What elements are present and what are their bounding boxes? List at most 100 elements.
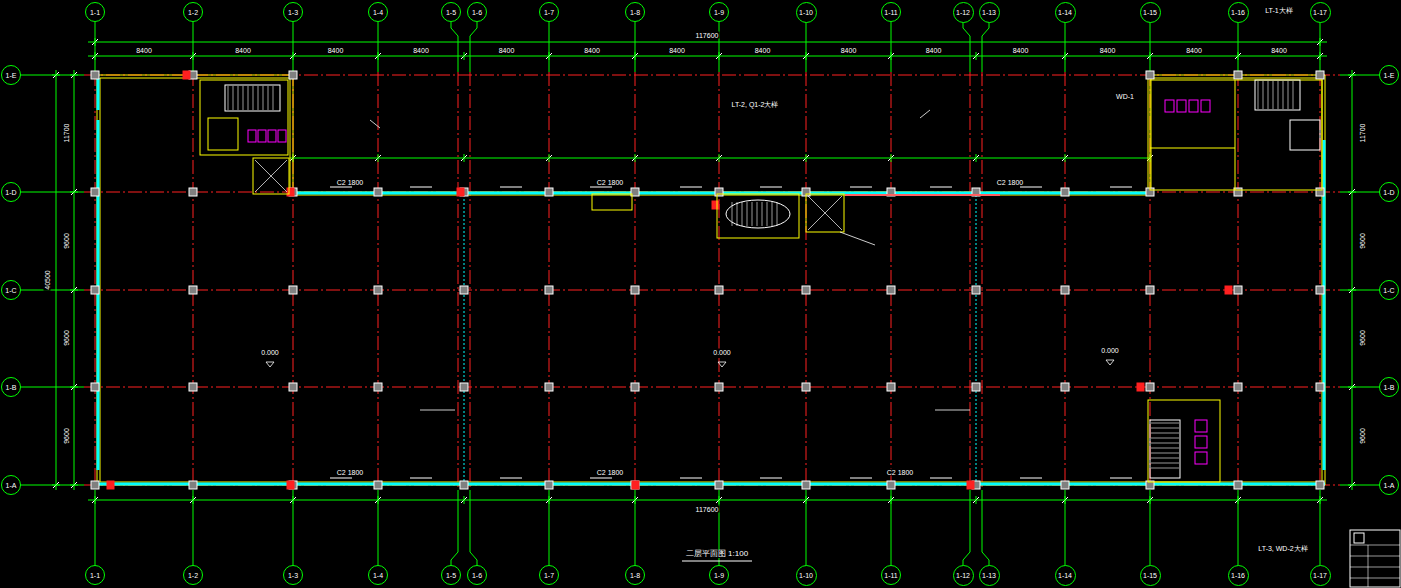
dimension-line: [88, 500, 1327, 501]
axis-line: [20, 290, 84, 291]
column: [545, 286, 553, 294]
window-mark: [500, 187, 522, 188]
extension-line: [70, 485, 78, 486]
dimension-tick: [1349, 72, 1355, 78]
title-block: [1350, 530, 1400, 587]
dimension-tick: [716, 497, 722, 503]
axis-line: [806, 22, 807, 72]
column: [1146, 286, 1154, 294]
bay-dimension: 9600: [1359, 329, 1366, 347]
column: [374, 481, 382, 489]
stair-step: [1263, 81, 1264, 109]
extension-line: [549, 496, 550, 504]
stair-step: [268, 86, 269, 110]
dimension-tick: [1147, 53, 1153, 59]
axis-bubble: 1-9: [709, 2, 729, 22]
axis-line: [378, 490, 379, 566]
column: [1316, 481, 1324, 489]
extension-line: [1065, 52, 1066, 60]
extension-line: [719, 496, 720, 504]
axis-bubble: 1-3: [283, 2, 303, 22]
bay-dimension: 8400: [412, 47, 430, 54]
dimension-tick: [803, 155, 809, 161]
toilet-stall: [1195, 452, 1207, 464]
extension-line: [378, 496, 379, 504]
column: [1316, 188, 1324, 196]
axis-bubble: 1-8: [625, 565, 645, 585]
extension-line: [1348, 75, 1356, 76]
column: [545, 188, 553, 196]
stair-step: [737, 202, 738, 226]
window-mark: [760, 187, 782, 188]
axis-bubble: 1-E: [1379, 65, 1399, 85]
axis-line: [95, 22, 96, 72]
dimension-tick: [1349, 287, 1355, 293]
axis-number: 1-2: [188, 9, 198, 16]
axis-number: 1-C: [5, 287, 16, 294]
extension-line: [1348, 290, 1356, 291]
window-tag: C2 1800: [336, 469, 364, 476]
axis-number: 1-12: [956, 9, 970, 16]
dimension-tick: [190, 53, 196, 59]
axis-line: [1320, 490, 1321, 566]
dimension-tick: [92, 39, 98, 45]
bay-dimension: 8400: [135, 47, 153, 54]
axis-number: 1-A: [1384, 482, 1395, 489]
column: [802, 286, 810, 294]
bay-dimension: 8400: [1012, 47, 1030, 54]
axis-bubble: 1-B: [1, 377, 21, 397]
extension-line: [464, 496, 465, 504]
dimension-tick: [290, 497, 296, 503]
stair-step: [1151, 453, 1179, 454]
axis-number: 1-10: [799, 9, 813, 16]
dimension-tick: [973, 497, 979, 503]
axis-line: [1238, 490, 1239, 566]
window-mark: [590, 187, 612, 188]
column: [972, 383, 980, 391]
stair-step: [757, 202, 758, 226]
column: [374, 188, 382, 196]
stair-step: [732, 202, 733, 226]
bay-dimension: 11700: [63, 123, 70, 144]
column: [715, 286, 723, 294]
axis-line: [549, 490, 550, 566]
column: [1061, 286, 1069, 294]
axis-line: [470, 22, 477, 72]
elevation: 0.000: [712, 349, 732, 356]
axis-line: [963, 490, 970, 566]
stair-step: [772, 202, 773, 226]
axis-bubble: 1-5: [441, 565, 461, 585]
axis-line: [1065, 490, 1066, 566]
axis-bubble: 1-6: [467, 2, 487, 22]
axis-line: [1238, 22, 1239, 72]
axis-bubble: 1-2: [183, 2, 203, 22]
overall-dimension: 40500: [44, 269, 51, 290]
elevation-mark: [266, 362, 274, 367]
axis-number: 1-2: [188, 572, 198, 579]
stair-step: [1151, 423, 1179, 424]
bay-dimension: 8400: [327, 47, 345, 54]
extension-line: [549, 52, 550, 60]
dimension-tick: [888, 497, 894, 503]
leader-line: [420, 410, 455, 411]
axis-number: 1-C: [1383, 287, 1394, 294]
axis-line: [451, 22, 458, 72]
window-tag: C2 1800: [886, 469, 914, 476]
grid-line: [1238, 72, 1239, 490]
axis-line: [293, 490, 294, 566]
axis-number: 1-16: [1231, 9, 1245, 16]
title-block-logo: [1354, 533, 1364, 543]
column: [1234, 71, 1242, 79]
dimension-tick: [632, 155, 638, 161]
dimension-tick: [1062, 53, 1068, 59]
stair-step: [1151, 468, 1179, 469]
grid-line: [1065, 72, 1066, 490]
axis-number: 1-15: [1143, 9, 1157, 16]
column: [887, 481, 895, 489]
axis-bubble: 1-E: [1, 65, 21, 85]
red-column: [1225, 286, 1232, 294]
stair-step: [238, 86, 239, 110]
elevation: 0.000: [260, 349, 280, 356]
elevator: [806, 194, 844, 232]
dimension-tick: [546, 497, 552, 503]
